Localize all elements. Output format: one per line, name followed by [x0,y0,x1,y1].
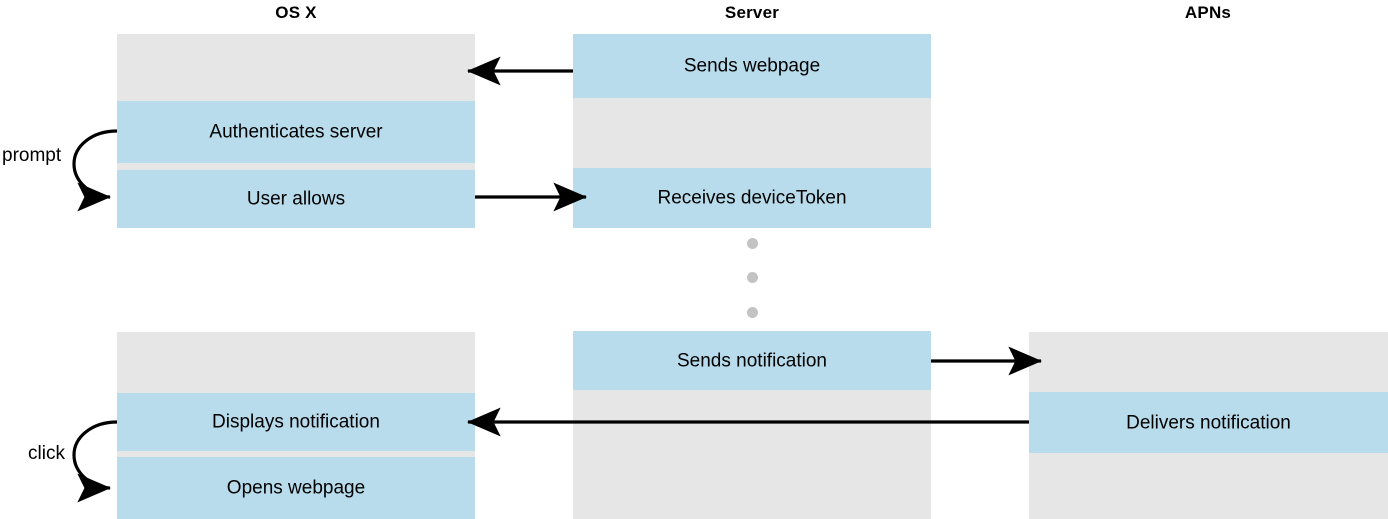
band-osx-idle-1 [117,34,475,101]
band-osx-gap-1 [117,163,475,170]
band-osx-displays-notification: Displays notification [117,393,475,451]
column-title-osx: OS X [275,3,317,22]
band-label: Sends notification [677,350,827,371]
ellipsis-dot-1 [747,238,758,249]
band-apns-idle-2 [1029,453,1388,519]
ellipsis-dot-2 [747,272,758,283]
band-osx-user-allows: User allows [117,170,475,228]
click-label: click [28,443,65,464]
band-apns-delivers-notification: Delivers notification [1029,392,1388,453]
flow-arrow-prompt [72,129,118,212]
prompt-label: prompt [2,145,62,166]
flow-arrow-click [72,420,118,503]
band-label: Authenticates server [209,121,383,143]
band-apns-idle-1 [1029,332,1388,392]
band-server-idle-1 [573,98,931,168]
band-label: Opens webpage [226,477,366,499]
band-osx-gap-2 [117,451,475,457]
band-server-sends-webpage: Sends webpage [573,34,931,98]
band-server-receives-devicetoken: Receives deviceToken [573,168,931,228]
band-label: Receives deviceToken [657,187,847,209]
band-server-sends-notification: Sends notification [573,331,931,390]
column-title-server: Server [724,3,780,22]
band-server-idle-2 [573,390,931,519]
ellipsis-dot-3 [747,307,758,318]
band-osx-idle-2 [117,332,475,393]
band-label: Delivers notification [1126,412,1291,433]
column-title-apns: APNs [1184,3,1232,22]
band-label: User allows [246,188,346,210]
band-osx-opens-webpage: Opens webpage [117,457,475,519]
band-label: Displays notification [212,411,380,433]
band-osx-authenticates-server: Authenticates server [117,101,475,163]
band-label: Sends webpage [683,55,821,77]
